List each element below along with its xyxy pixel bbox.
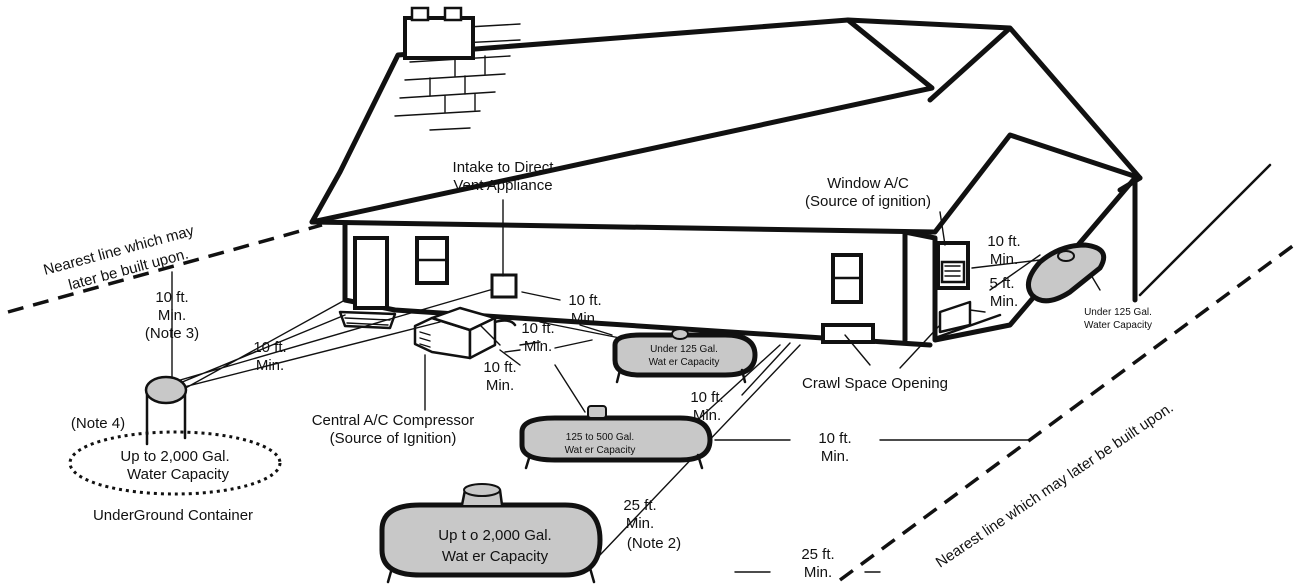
- tank-125-500-label-2: Wat er Capacity: [565, 445, 636, 456]
- note4: (Note 4): [71, 415, 125, 432]
- underground-tank-label-1: Up to 2,000 Gal.: [120, 448, 229, 465]
- tank-2000-label-1: Up t o 2,000 Gal.: [438, 527, 551, 544]
- chimney: [403, 6, 475, 60]
- intake-label-2: Vent Appliance: [453, 177, 552, 194]
- central-ac-compressor: [413, 306, 517, 360]
- front-window-right: [831, 253, 863, 304]
- property-line-left: [7, 223, 323, 314]
- roof-front-face: [309, 17, 935, 225]
- dist-intake-right-2: Min.: [571, 310, 599, 327]
- dist-intake-left-2: Min.: [256, 357, 284, 374]
- dist-window-2: Min.: [990, 251, 1018, 268]
- dist-compressor-1: 10 ft.: [483, 359, 516, 376]
- central-ac-label-1: Central A/C Compressor: [312, 412, 475, 429]
- note3-dist-1: 10 ft.: [155, 289, 188, 306]
- dist-large-property-2: Min.: [804, 564, 832, 581]
- front-window-left: [415, 236, 449, 285]
- dist-property-mid-2: Min.: [821, 448, 849, 465]
- dist-intake-left-1: 10 ft.: [253, 339, 286, 356]
- underground-tank-label-2: Water Capacity: [127, 466, 229, 483]
- note3-dist-2: Min.: [158, 307, 186, 324]
- window-ac-label-1: Window A/C: [827, 175, 909, 192]
- tank-2000-above: [379, 483, 603, 584]
- dist-ac-tank-2: Min.: [524, 338, 552, 355]
- tank-125-500-label-1: 125 to 500 Gal.: [566, 432, 634, 443]
- underground-container-label: UnderGround Container: [93, 507, 253, 524]
- crawl-space-label: Crawl Space Opening: [802, 375, 948, 392]
- window-ac-unit: [936, 241, 970, 290]
- back-lot-line: [1138, 163, 1272, 297]
- intake-label-1: Intake to Direct: [453, 159, 555, 176]
- front-door: [338, 236, 397, 330]
- house: [309, 6, 1143, 360]
- dist-window-1: 10 ft.: [987, 233, 1020, 250]
- roof-eave: [309, 132, 1143, 235]
- tank-under125-side-label-2: Water Capacity: [1084, 320, 1152, 331]
- window-ac-label-2: (Source of ignition): [805, 193, 931, 210]
- dist-crawl-2: Min.: [990, 293, 1018, 310]
- underground-tank-outline: [68, 430, 282, 496]
- property-lines: [7, 163, 1294, 582]
- dist-large-building-1: 25 ft.: [623, 497, 656, 514]
- underground-container: [68, 375, 282, 496]
- tank-2000-label-2: Wat er Capacity: [442, 548, 549, 565]
- dist-compressor-2: Min.: [486, 377, 514, 394]
- central-ac-label-2: (Source of Ignition): [330, 430, 457, 447]
- dist-building-1: 10 ft.: [690, 389, 723, 406]
- note2: (Note 2): [627, 535, 681, 552]
- dist-large-property-1: 25 ft.: [801, 546, 834, 563]
- tank-125-500: [519, 405, 713, 470]
- dist-large-building-2: Min.: [626, 515, 654, 532]
- note3: (Note 3): [145, 325, 199, 342]
- dist-intake-right-1: 10 ft.: [568, 292, 601, 309]
- dist-property-mid-1: 10 ft.: [818, 430, 851, 447]
- tank-under125-side-label-1: Under 125 Gal.: [1084, 307, 1152, 318]
- crawl-space-vent: [821, 323, 875, 344]
- property-line-right: [838, 243, 1294, 582]
- dist-building-2: Min.: [693, 407, 721, 424]
- dist-crawl-1: 5 ft.: [989, 275, 1014, 292]
- tank-under125-front: [612, 328, 758, 384]
- dist-ac-tank-1: 10 ft.: [521, 320, 554, 337]
- tank-under125-side: [1025, 242, 1107, 304]
- intake-vent-box: [490, 273, 518, 299]
- house-side-wall: [902, 175, 1138, 343]
- tank-under125-front-label-2: Wat er Capacity: [649, 357, 720, 368]
- tank-under125-front-label-1: Under 125 Gal.: [650, 344, 718, 355]
